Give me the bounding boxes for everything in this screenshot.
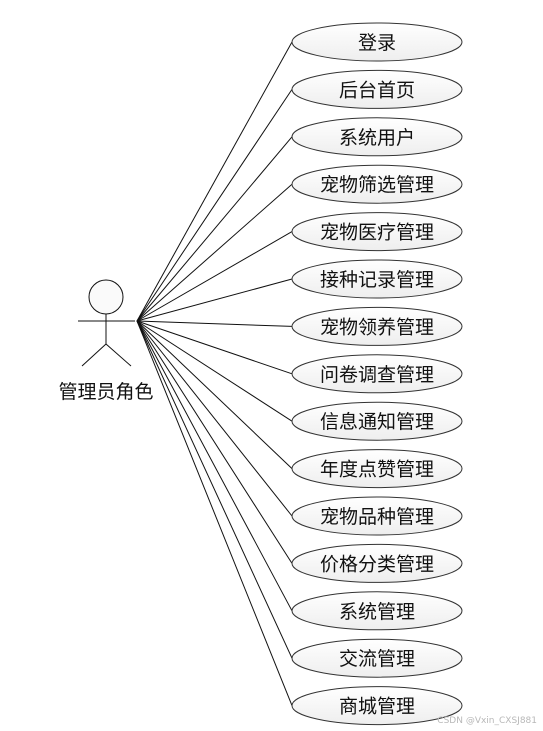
actor-right-leg [105, 343, 132, 367]
use-case: 宠物筛选管理 [291, 164, 463, 204]
association-line [136, 320, 293, 706]
use-case-ellipse [291, 496, 463, 536]
association-line [136, 278, 293, 322]
use-case-label: 信息通知管理 [320, 411, 434, 433]
use-case-label: 系统用户 [339, 127, 415, 149]
association-line [136, 320, 293, 564]
association-line [136, 136, 293, 322]
actor-left-leg [81, 343, 107, 367]
use-case: 信息通知管理 [291, 401, 463, 441]
association-line [136, 183, 293, 322]
use-case-label: 宠物品种管理 [320, 506, 434, 528]
actor-head [88, 279, 124, 315]
association-line [136, 320, 293, 375]
use-case: 系统用户 [291, 117, 463, 157]
use-case-label: 问卷调查管理 [320, 364, 434, 386]
association-line [136, 320, 293, 517]
use-case-label: 后台首页 [339, 79, 415, 101]
use-case-ellipse [291, 543, 463, 583]
use-case-ellipse [291, 22, 463, 62]
use-case-ellipse [291, 686, 463, 726]
association-line [136, 320, 293, 659]
association-line [136, 41, 293, 322]
association-line [136, 320, 293, 422]
use-case-ellipse [291, 354, 463, 394]
use-case-ellipse [291, 401, 463, 441]
use-case-ellipse [291, 638, 463, 678]
use-case-ellipse [291, 259, 463, 299]
use-case-label: 登录 [358, 32, 396, 54]
use-case-ellipse [291, 117, 463, 157]
use-case-label: 年度点赞管理 [320, 459, 434, 481]
use-case-label: 宠物筛选管理 [320, 174, 434, 196]
use-case-label: 价格分类管理 [320, 553, 434, 575]
use-case-ellipse [291, 164, 463, 204]
use-case: 接种记录管理 [291, 259, 463, 299]
use-case: 宠物品种管理 [291, 496, 463, 536]
association-line [136, 231, 293, 322]
use-case-label: 交流管理 [339, 648, 415, 670]
use-case: 登录 [291, 22, 463, 62]
use-case-label: 商城管理 [339, 696, 415, 718]
use-case: 年度点赞管理 [291, 449, 463, 489]
use-case-ellipse [291, 591, 463, 631]
association-line [136, 320, 293, 469]
actor-admin: 管理员角色 [58, 279, 154, 403]
use-case: 后台首页 [291, 69, 463, 109]
association-lines [136, 41, 293, 706]
use-case: 系统管理 [291, 591, 463, 631]
use-case: 宠物领养管理 [291, 306, 463, 346]
association-line [136, 320, 293, 612]
watermark: CSDN @Vxin_CXSJ881 [437, 716, 537, 726]
association-line [136, 320, 293, 327]
use-case: 价格分类管理 [291, 543, 463, 583]
use-case: 交流管理 [291, 638, 463, 678]
use-case-label: 宠物领养管理 [320, 316, 434, 338]
use-case-ellipse [291, 212, 463, 252]
use-case: 商城管理 [291, 686, 463, 726]
use-case-ellipse [291, 69, 463, 109]
use-case: 问卷调查管理 [291, 354, 463, 394]
use-case-list: 登录后台首页系统用户宠物筛选管理宠物医疗管理接种记录管理宠物领养管理问卷调查管理… [291, 22, 463, 726]
actor-label: 管理员角色 [58, 381, 153, 403]
use-case-ellipse [291, 449, 463, 489]
use-case-ellipse [291, 306, 463, 346]
use-case: 宠物医疗管理 [291, 212, 463, 252]
use-case-label: 接种记录管理 [320, 269, 434, 291]
association-line [136, 89, 293, 322]
use-case-label: 系统管理 [339, 601, 415, 623]
use-case-label: 宠物医疗管理 [320, 222, 434, 244]
